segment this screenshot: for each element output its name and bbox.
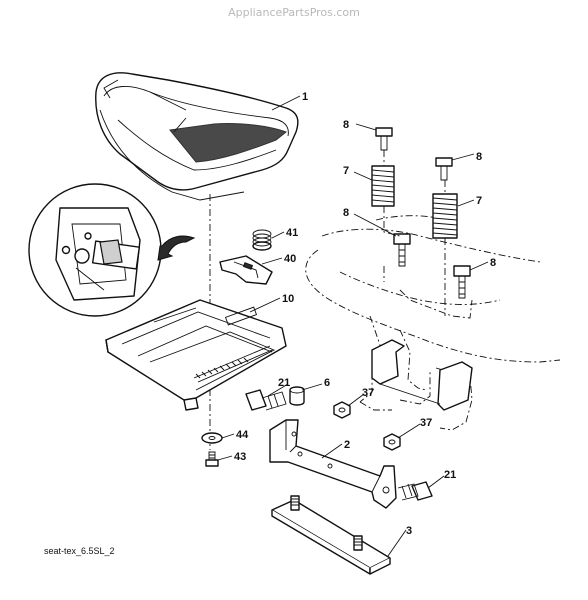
bracket-2 [269,419,397,509]
diagram-caption: seat-tex_6.5SL_2 [44,546,115,556]
bracket-40 [219,255,273,285]
callout-6: 6 [324,377,330,389]
callout-1: 1 [302,91,308,103]
callout-21-right: 21 [444,469,456,481]
adjustment-slots [193,345,273,383]
bolt-43 [205,451,219,467]
tractor-frame-outline [305,215,561,431]
callout-37-lower: 37 [420,417,432,429]
seat [95,72,299,201]
callout-8-upper-left: 8 [343,119,349,131]
bolt-8-lower-right [453,265,471,299]
callout-3: 3 [406,525,412,537]
spring-7-right [432,180,458,316]
frame-bracket [371,339,473,411]
callout-21-left: 21 [278,377,290,389]
callout-8-upper-right: 8 [476,151,482,163]
stud-right [353,535,363,551]
callout-43: 43 [234,451,246,463]
callout-2: 2 [344,439,350,451]
spacer-6 [289,386,305,406]
detail-inset [28,183,196,317]
callout-8-lower-left: 8 [343,207,349,219]
callout-37-upper: 37 [362,387,374,399]
callout-8-lower-right: 8 [490,257,496,269]
callout-7-left: 7 [343,165,349,177]
nut-37-upper [333,401,351,419]
washer-44 [201,432,223,444]
leader-lines [217,95,489,557]
bolt-8-upper-right [435,157,453,181]
seat-pan-10 [105,299,287,411]
callout-labels: 1 8 8 7 7 8 8 41 40 10 21 6 37 37 44 43 … [234,91,496,537]
bolt-21-left [245,389,287,411]
callout-7-right: 7 [476,195,482,207]
bolt-8-lower-left [383,206,411,282]
callout-10: 10 [282,293,294,305]
spring-7-left [371,165,395,207]
spring-41 [252,229,272,251]
plate-3 [271,495,391,575]
callout-40: 40 [284,253,296,265]
callout-41: 41 [286,227,298,239]
nut-37-lower [383,433,401,451]
stud-left [290,495,300,511]
bolt-21-right [397,481,433,501]
callout-44: 44 [236,429,249,441]
watermark: AppliancePartsPros.com [228,6,360,19]
